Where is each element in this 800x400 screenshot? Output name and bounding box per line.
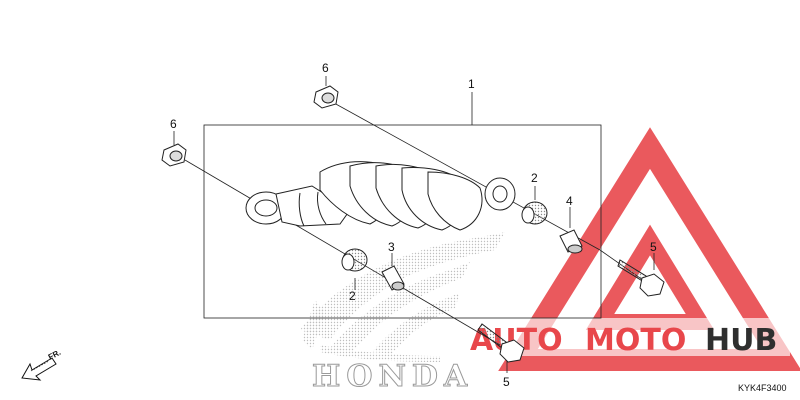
collar-right [559,229,583,254]
honda-word-watermark: HONDA [312,359,473,394]
nut-top [313,85,339,109]
bolt-right [617,259,665,297]
direction-label: FR. [47,348,63,362]
part-code: KYK4F3400 [738,383,787,393]
bolt-bottom [477,323,525,363]
callout-bolt-bottom: 5 [503,375,510,389]
bushing-left [341,248,368,272]
callout-shock-absorber: 1 [468,77,475,91]
assembly-frame [203,124,602,319]
bushing-right [521,201,548,225]
callout-bushing-left: 2 [349,289,356,303]
shock-absorber [245,161,516,231]
nut-left [161,143,187,167]
callout-nut-left: 6 [170,117,177,131]
brand-moto: MOTO [585,323,686,358]
callout-bushing-right: 2 [531,171,538,185]
callout-collar-left: 3 [388,240,395,254]
callout-collar-right: 4 [566,194,573,208]
callout-nut-top: 6 [322,61,329,75]
collar-left [381,265,405,291]
brand-hub: HUB [705,323,777,358]
callout-bolt-right: 5 [650,240,657,254]
forward-arrow-icon [21,357,57,381]
